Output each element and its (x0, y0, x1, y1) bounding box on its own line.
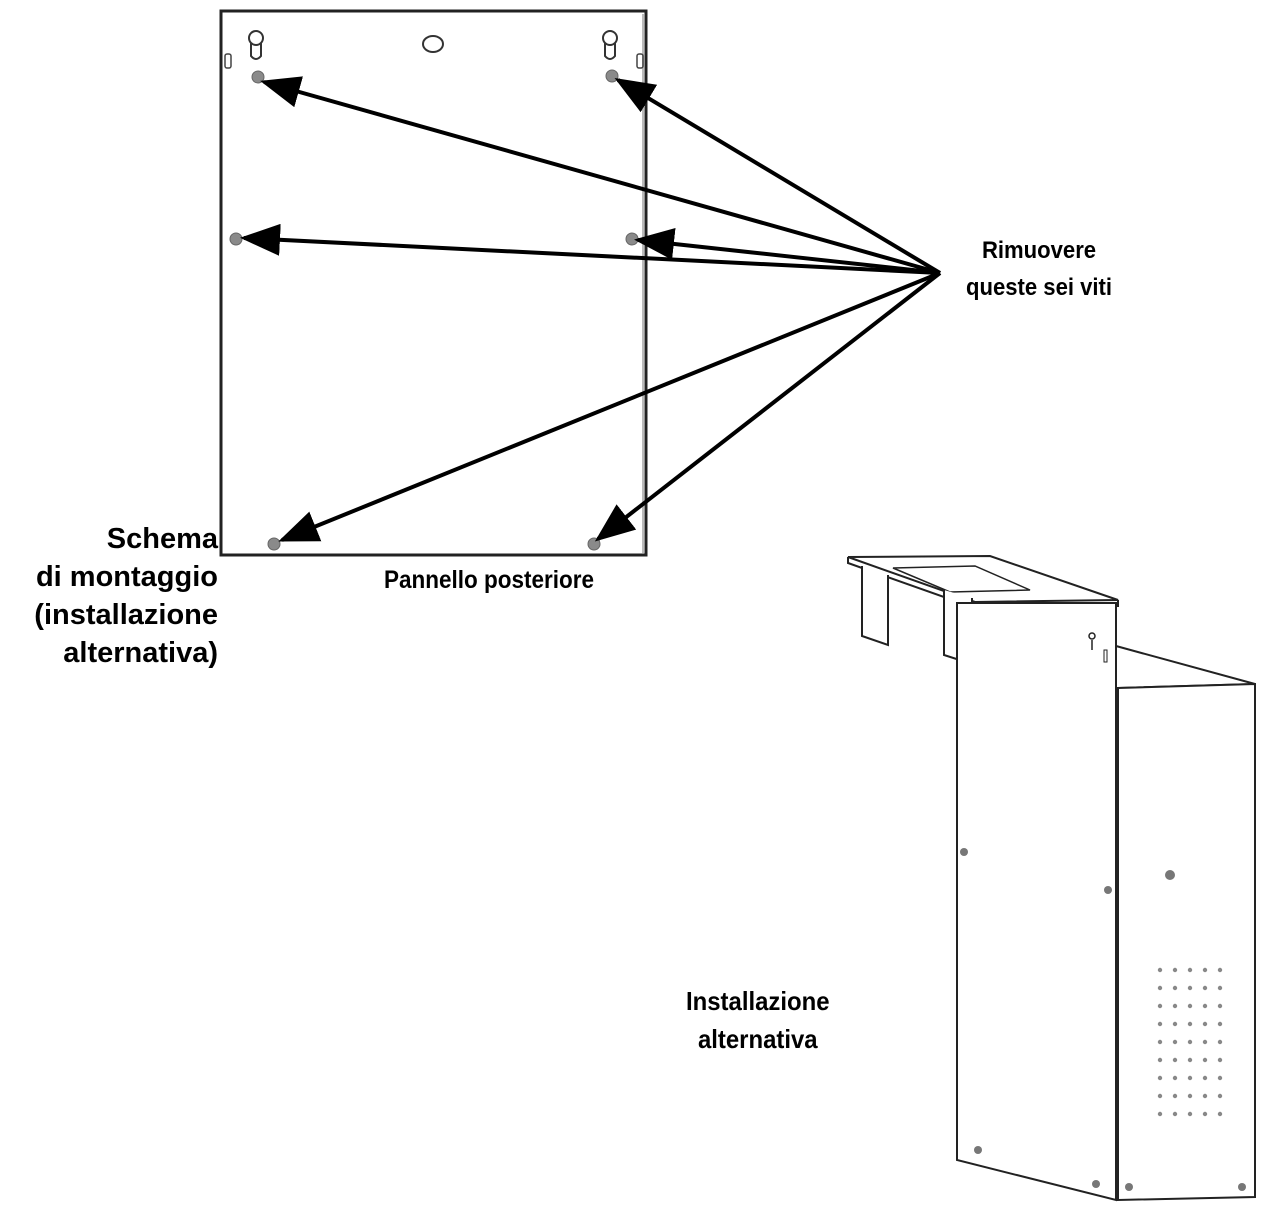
mounting-scheme-label: Schema di montaggio (installazione alter… (34, 520, 218, 672)
vent-hole (1172, 1039, 1178, 1045)
vent-hole (1217, 1003, 1223, 1009)
screw-bottom-left (267, 537, 281, 551)
vent-hole (1217, 1057, 1223, 1063)
enclosure-alternative-install (847, 554, 1256, 1202)
enclosure-screw-7 (1238, 1183, 1246, 1191)
vent-hole (1157, 1003, 1163, 1009)
alternative-install-line1: Installazione (686, 986, 830, 1016)
bracket-tab-left (861, 566, 889, 647)
enclosure-screw-4 (974, 1146, 982, 1154)
screw-top-right (605, 69, 619, 83)
mounting-scheme-line3: (installazione (34, 599, 218, 631)
arrow-to-screw-bottom-right (594, 271, 942, 542)
screw-bottom-right (587, 537, 601, 551)
enclosure-screw-6 (1125, 1183, 1133, 1191)
vent-hole (1187, 1093, 1193, 1099)
vent-hole (1172, 1111, 1178, 1117)
side-tab-left (224, 53, 232, 69)
vent-hole (1202, 1057, 1208, 1063)
enclosure-screw-5 (1092, 1180, 1100, 1188)
vent-hole (1202, 1039, 1208, 1045)
arrow-to-screw-top-right (614, 77, 942, 275)
vent-hole (1217, 967, 1223, 973)
vent-hole (1172, 985, 1178, 991)
vent-hole (1187, 1039, 1193, 1045)
vent-hole (1187, 1021, 1193, 1027)
vent-hole (1157, 985, 1163, 991)
remove-screws-label-line1: Rimuovere (981, 237, 1097, 264)
mounting-scheme-line2: di montaggio (35, 561, 218, 593)
vent-hole (1202, 1093, 1208, 1099)
back-plate (956, 602, 1117, 1202)
vent-hole (1157, 1057, 1163, 1063)
screw-top-left (251, 70, 265, 84)
vent-hole (1202, 1111, 1208, 1117)
vent-hole (1157, 1093, 1163, 1099)
vent-hole (1202, 1003, 1208, 1009)
vent-hole (1187, 985, 1193, 991)
enclosure-screw-3 (1165, 870, 1175, 880)
vent-hole (1172, 1093, 1178, 1099)
mounting-scheme-line4: alternativa) (63, 637, 218, 669)
vent-hole (1172, 1003, 1178, 1009)
vent-hole (1187, 1075, 1193, 1081)
vent-hole (1187, 1111, 1193, 1117)
vent-hole (1172, 1075, 1178, 1081)
top-hole (422, 35, 444, 53)
vent-hole (1187, 967, 1193, 973)
vent-hole (1202, 967, 1208, 973)
screw-mid-left (229, 232, 243, 246)
side-tab-right (636, 53, 644, 69)
vent-hole (1187, 1057, 1193, 1063)
arrow-to-screw-bottom-left (278, 271, 941, 542)
vent-hole (1172, 1057, 1178, 1063)
vent-hole (1157, 1111, 1163, 1117)
arrow-to-screw-top-left (260, 76, 941, 275)
remove-screws-label-line2: queste sei viti (966, 274, 1113, 301)
vent-hole (1217, 1075, 1223, 1081)
screw-mid-right (625, 232, 639, 246)
vent-hole (1202, 1021, 1208, 1027)
vent-hole (1172, 967, 1178, 973)
arrow-to-screw-mid-right (634, 228, 941, 275)
vent-hole (1217, 1111, 1223, 1117)
vent-hole (1202, 985, 1208, 991)
vent-hole (1202, 1075, 1208, 1081)
housing-top (1115, 645, 1256, 689)
rear-panel (219, 9, 648, 557)
vent-hole (1172, 1021, 1178, 1027)
housing-front (1117, 682, 1256, 1202)
vent-hole (1187, 1003, 1193, 1009)
vent-hole (1217, 985, 1223, 991)
keyhole-slot-right (602, 30, 618, 60)
vent-holes (1157, 967, 1223, 1117)
alternative-install-label: Installazione alternativa (686, 982, 830, 1058)
alternative-install-line2: alternativa (697, 1024, 818, 1054)
vent-hole (1157, 967, 1163, 973)
enclosure-screw-2 (1104, 886, 1112, 894)
remove-screws-label: Rimuovere queste sei viti (966, 232, 1112, 306)
keyhole-slot-left (248, 30, 264, 60)
vent-hole (1217, 1039, 1223, 1045)
vent-hole (1157, 1039, 1163, 1045)
vent-hole (1157, 1021, 1163, 1027)
callout-arrows (240, 76, 942, 542)
vent-hole (1217, 1093, 1223, 1099)
enclosure-screw-1 (960, 848, 968, 856)
vent-hole (1217, 1021, 1223, 1027)
vent-hole (1157, 1075, 1163, 1081)
mounting-scheme-line1: Schema (106, 523, 218, 555)
rear-panel-label: Pannello posteriore (384, 566, 595, 594)
arrow-to-screw-mid-left (240, 223, 941, 275)
